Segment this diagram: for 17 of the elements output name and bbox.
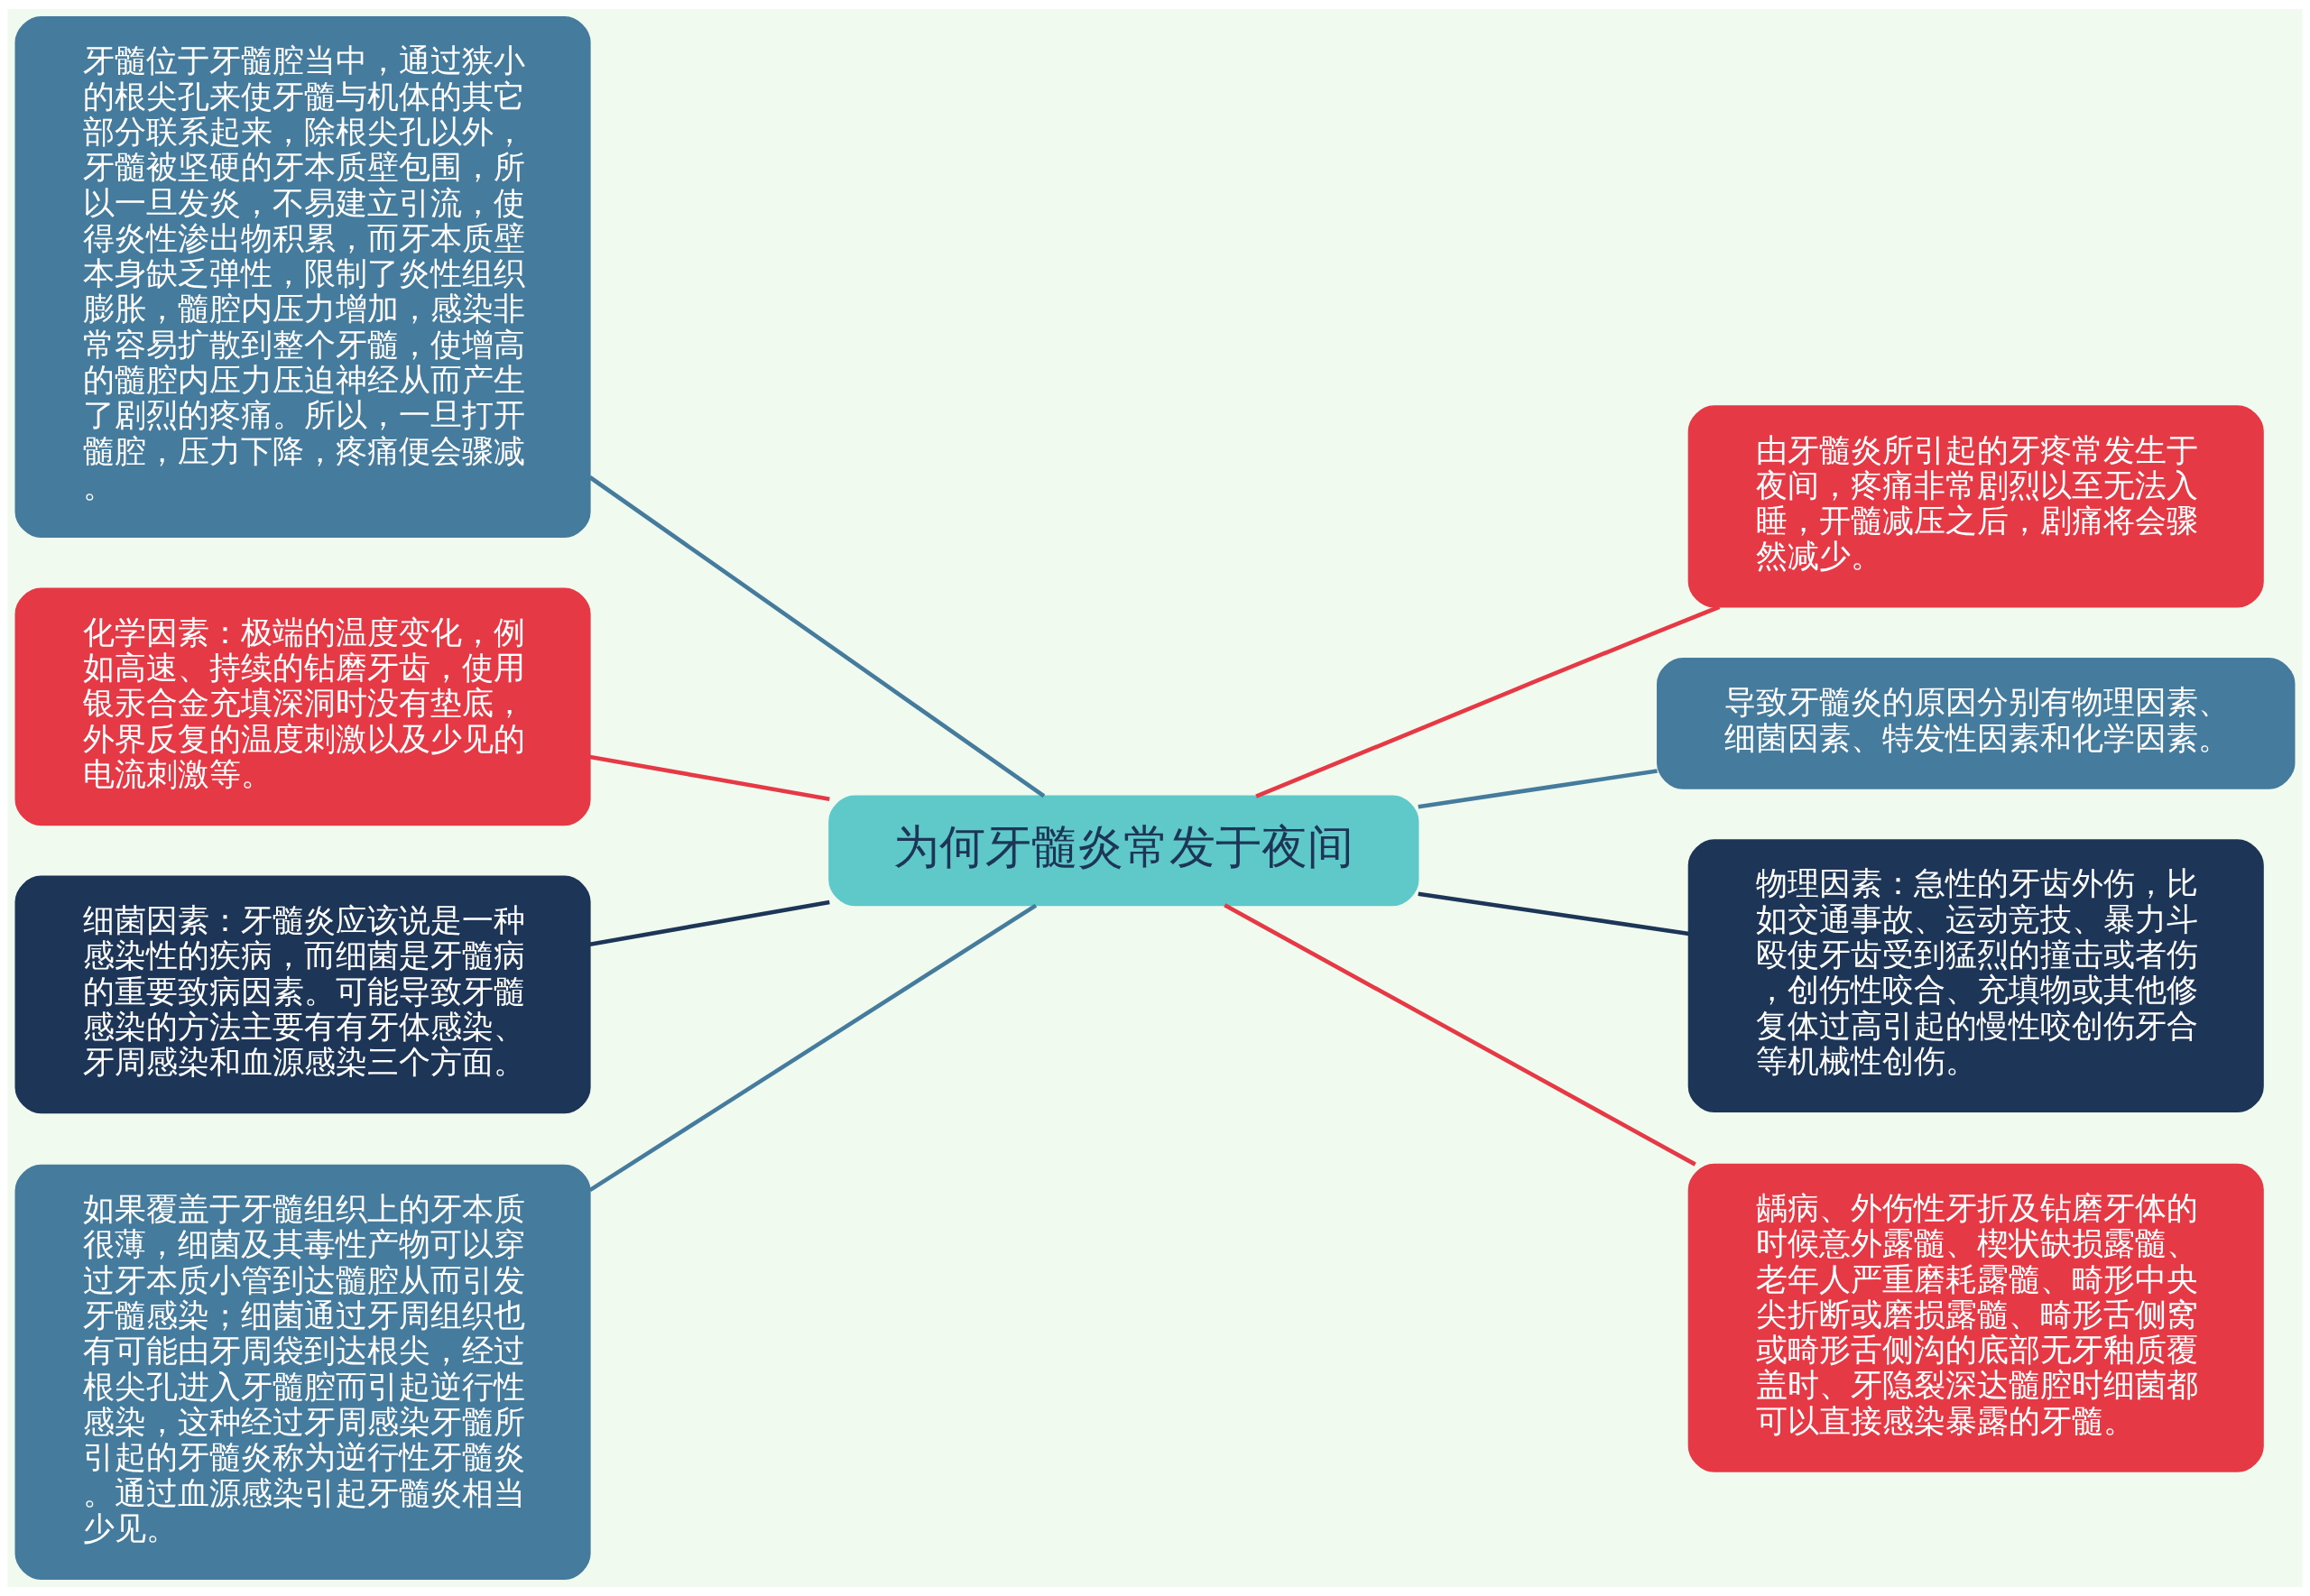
- connector: [1418, 891, 1690, 936]
- node-box: 如果覆盖于牙髓组织上的牙本质很薄，细菌及其毒性产物可以穿过牙本质小管到达髓腔从而引发牙髓感染；细菌通过牙周组织也有可能由牙周袋到达根尖，经过根尖孔进入牙髓腔而引起逆行性感染，这种经过牙周感染牙髓所引起的牙髓炎称为逆行性牙髓炎。通过血源感染引起牙髓炎相当少见。: [14, 1164, 591, 1580]
- node-box: 导致牙髓炎的原因分别有物理因素、细菌因素、特发性因素和化学因素。: [1657, 658, 2296, 789]
- node-box: 物理因素：急性的牙齿外伤，比如交通事故、运动竞技、暴力斗殴使牙齿受到猛烈的撞击或者伤，创伤性咬合、充填物或其他修复体过高引起的慢性咬创伤牙合等机械性创伤。: [1687, 839, 2264, 1113]
- connector: [589, 754, 830, 802]
- node-box: 化学因素：极端的温度变化，例如高速、持续的钻磨牙齿，使用银汞合金充填深洞时没有垫底，外界反复的温度刺激以及少见的电流刺激等。: [14, 587, 591, 826]
- node-box: 为何牙髓炎常发于夜间: [828, 795, 1419, 907]
- connector: [1418, 769, 1658, 809]
- connector: [588, 475, 1046, 798]
- connector: [1255, 604, 1721, 798]
- connector: [1224, 903, 1696, 1167]
- connector: [589, 899, 830, 946]
- node-box: 牙髓位于牙髓腔当中，通过狭小的根尖孔来使牙髓与机体的其它部分联系起来，除根尖孔以外，牙髓被坚硬的牙本质壁包围，所以一旦发炎，不易建立引流，使得炎性渗出物积累，而牙本质壁本身缺乏弹性，限制了炎性组织膨胀，髓腔内压力增加，感染非常容易扩散到整个牙髓，使增高的髓腔内压力压迫神经从而产生了剧烈的疼痛。所以，一旦打开髓腔，压力下降，疼痛便会骤减。: [14, 16, 591, 539]
- node-box: 由牙髓炎所引起的牙疼常发生于夜间，疼痛非常剧烈以至无法入睡，开髓减压之后，剧痛将会骤然减少。: [1687, 405, 2264, 608]
- node-box: 龋病、外伤性牙折及钻磨牙体的时候意外露髓、楔状缺损露髓、老年人严重磨耗露髓、畸形中央尖折断或磨损露髓、畸形舌侧窝或畸形舌侧沟的底部无牙釉质覆盖时、牙隐裂深达髓腔时细菌都可以直接感染暴露的牙髓。: [1687, 1163, 2264, 1472]
- connector: [588, 903, 1038, 1193]
- node-box: 细菌因素：牙髓炎应该说是一种感染性的疾病，而细菌是牙髓病的重要致病因素。可能导致牙髓感染的方法主要有有牙体感染、牙周感染和血源感染三个方面。: [14, 875, 591, 1114]
